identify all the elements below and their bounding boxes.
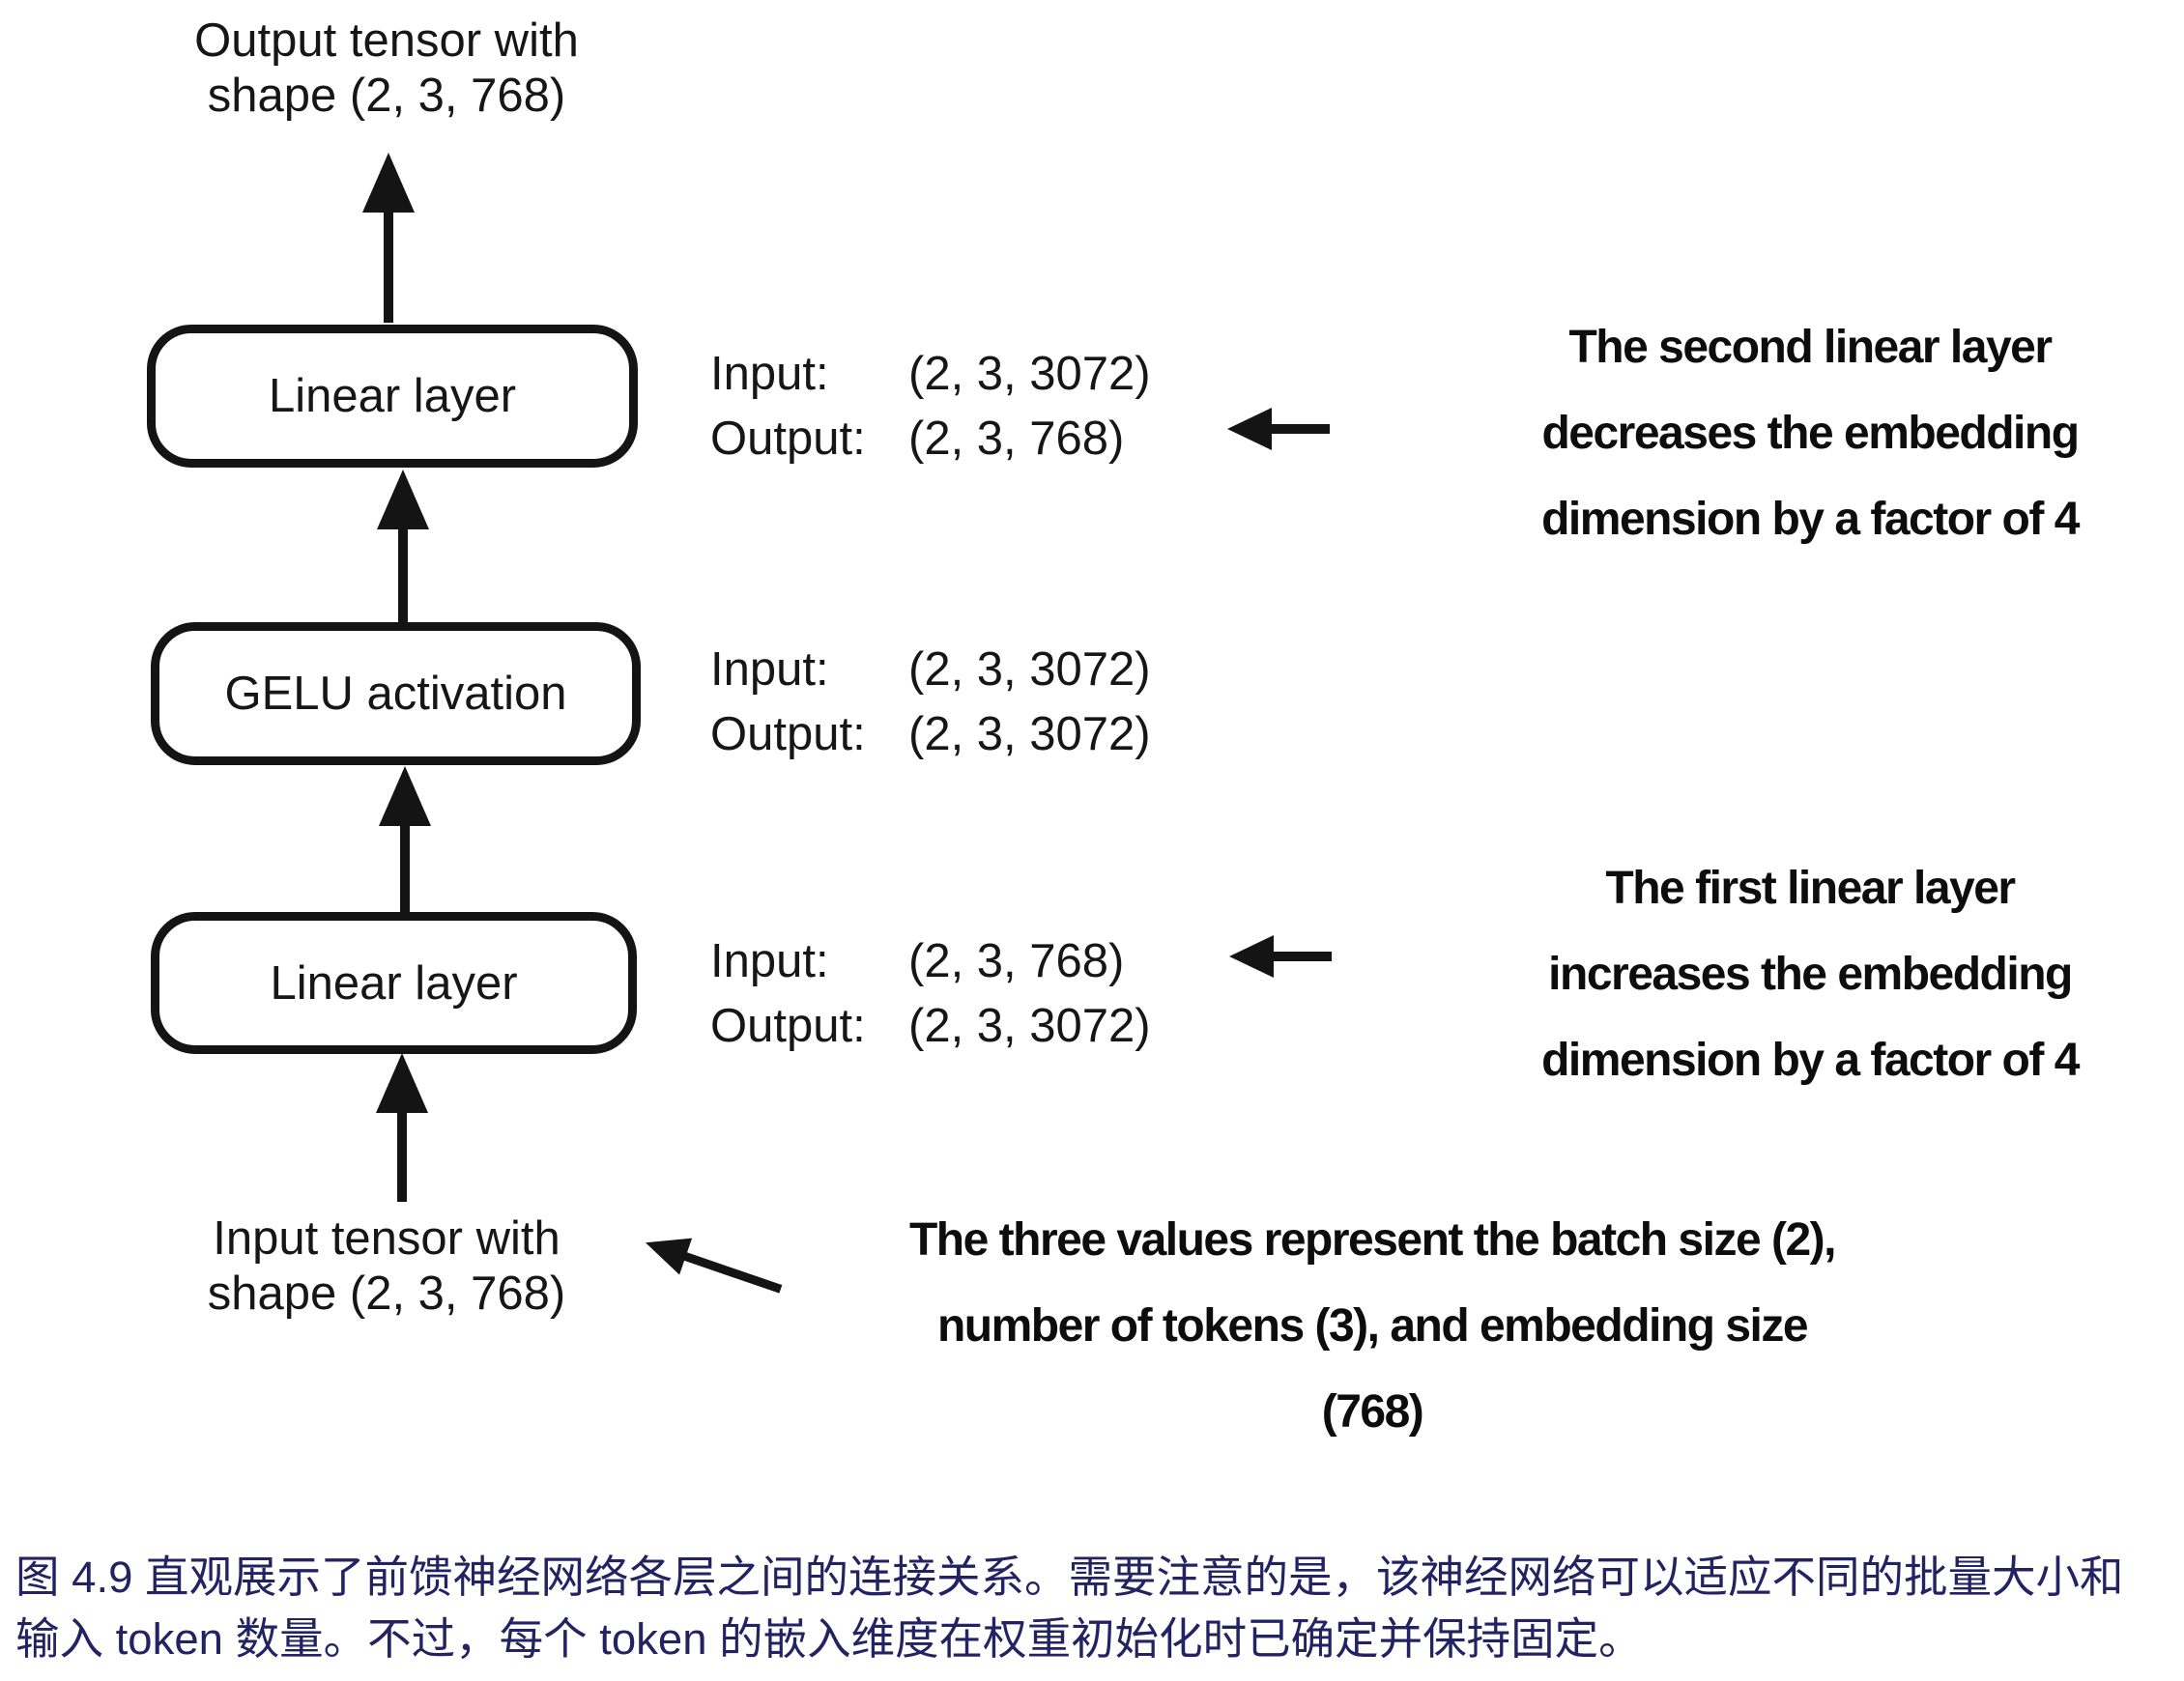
io-output-label: Output: [710, 413, 866, 466]
io-input-shape: (2, 3, 768) [908, 935, 1125, 987]
annotation-line: decreases the embedding [1541, 407, 2080, 459]
annotation-line: number of tokens (3), and embedding size [936, 1299, 1809, 1352]
io-block-top-linear: Input: (2, 3, 3072) Output: (2, 3, 768) [710, 342, 1151, 471]
io-block-gelu: Input: (2, 3, 3072) Output: (2, 3, 3072) [710, 638, 1151, 767]
arrow-up-icon [372, 470, 434, 622]
io-output-shape: (2, 3, 3072) [908, 708, 1151, 761]
io-input-shape: (2, 3, 3072) [908, 348, 1151, 400]
caption-line2: 输入 token 数量。不过，每个 token 的嵌入维度在权重初始化时已确定并… [15, 1613, 1643, 1664]
arrow-left-icon [1227, 933, 1332, 980]
output-tensor-label: Output tensor with shape (2, 3, 768) [116, 14, 657, 124]
input-tensor-label: Input tensor with shape (2, 3, 768) [145, 1211, 628, 1322]
figure-caption: 图 4.9 直观展示了前馈神经网络各层之间的连接关系。需要注意的是，该神经网络可… [15, 1547, 2180, 1669]
annotation-line: dimension by a factor of 4 [1541, 1034, 2080, 1086]
caption-line1: 图 4.9 直观展示了前馈神经网络各层之间的连接关系。需要注意的是，该神经网络可… [15, 1553, 2124, 1602]
output-tensor-line1: Output tensor with [194, 14, 579, 67]
io-output-row: Output: (2, 3, 3072) [710, 702, 1151, 767]
arrow-down-left-icon [636, 1220, 788, 1311]
io-input-row: Input: (2, 3, 768) [710, 929, 1151, 994]
annotation-second-linear: The second linear layer decreases the em… [1428, 305, 2184, 562]
annotation-line: The first linear layer [1605, 863, 2016, 914]
io-output-shape: (2, 3, 768) [908, 413, 1125, 466]
input-tensor-line1: Input tensor with [213, 1212, 560, 1265]
annotation-line: (768) [1321, 1385, 1424, 1438]
linear-layer-top-label: Linear layer [268, 370, 517, 422]
arrow-up-icon [358, 153, 419, 323]
io-input-row: Input: (2, 3, 3072) [710, 638, 1151, 702]
io-input-row: Input: (2, 3, 3072) [710, 342, 1151, 407]
annotation-line: The three values represent the batch siz… [908, 1214, 1837, 1266]
io-output-shape: (2, 3, 3072) [908, 1000, 1151, 1053]
gelu-activation-label: GELU activation [224, 668, 567, 720]
input-tensor-line2: shape (2, 3, 768) [207, 1267, 566, 1320]
arrow-up-icon [374, 766, 436, 913]
linear-layer-box-bottom: Linear layer [151, 912, 637, 1054]
arrow-left-icon [1225, 406, 1330, 452]
linear-layer-box-top: Linear layer [147, 325, 638, 468]
io-input-shape: (2, 3, 3072) [908, 643, 1151, 696]
io-input-label: Input: [710, 643, 829, 696]
annotation-line: increases the embedding [1548, 948, 2073, 1000]
io-input-label: Input: [710, 935, 829, 987]
linear-layer-bottom-label: Linear layer [270, 956, 518, 1010]
io-output-label: Output: [710, 708, 866, 761]
io-output-row: Output: (2, 3, 3072) [710, 994, 1151, 1059]
annotation-line: dimension by a factor of 4 [1541, 493, 2080, 545]
annotation-line: The second linear layer [1568, 322, 2053, 373]
annotation-first-linear: The first linear layer increases the emb… [1428, 846, 2184, 1103]
io-output-row: Output: (2, 3, 768) [710, 407, 1151, 471]
gelu-activation-box: GELU activation [151, 622, 641, 765]
output-tensor-line2: shape (2, 3, 768) [207, 69, 566, 122]
io-block-bottom-linear: Input: (2, 3, 768) Output: (2, 3, 3072) [710, 929, 1151, 1059]
annotation-batch-values: The three values represent the batch siz… [792, 1198, 1952, 1455]
io-input-label: Input: [710, 348, 829, 400]
io-output-label: Output: [710, 1000, 866, 1053]
arrow-up-icon [371, 1053, 433, 1202]
